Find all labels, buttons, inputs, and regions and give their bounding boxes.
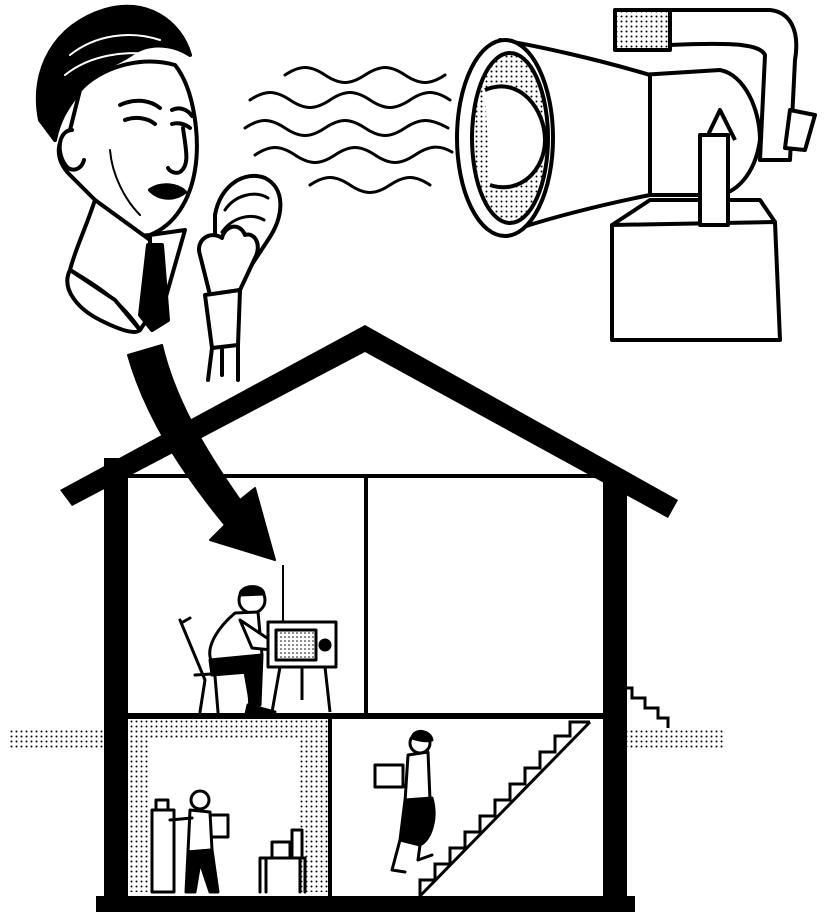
horn-base — [612, 222, 780, 340]
sound-waves — [245, 68, 452, 193]
ground-left — [10, 728, 110, 748]
woman-on-stairs — [375, 731, 434, 872]
ground-right — [618, 728, 723, 750]
loudspeaker-horn — [457, 10, 815, 340]
carried-box — [375, 765, 403, 787]
announcer — [38, 7, 197, 332]
staircase — [420, 722, 590, 896]
person-in-basement — [152, 791, 305, 892]
microphone — [199, 176, 280, 380]
house — [10, 325, 723, 904]
radio-set — [268, 565, 336, 712]
announcer-face — [59, 62, 197, 236]
microphone-stand — [205, 290, 240, 348]
man-with-radio — [180, 587, 275, 716]
